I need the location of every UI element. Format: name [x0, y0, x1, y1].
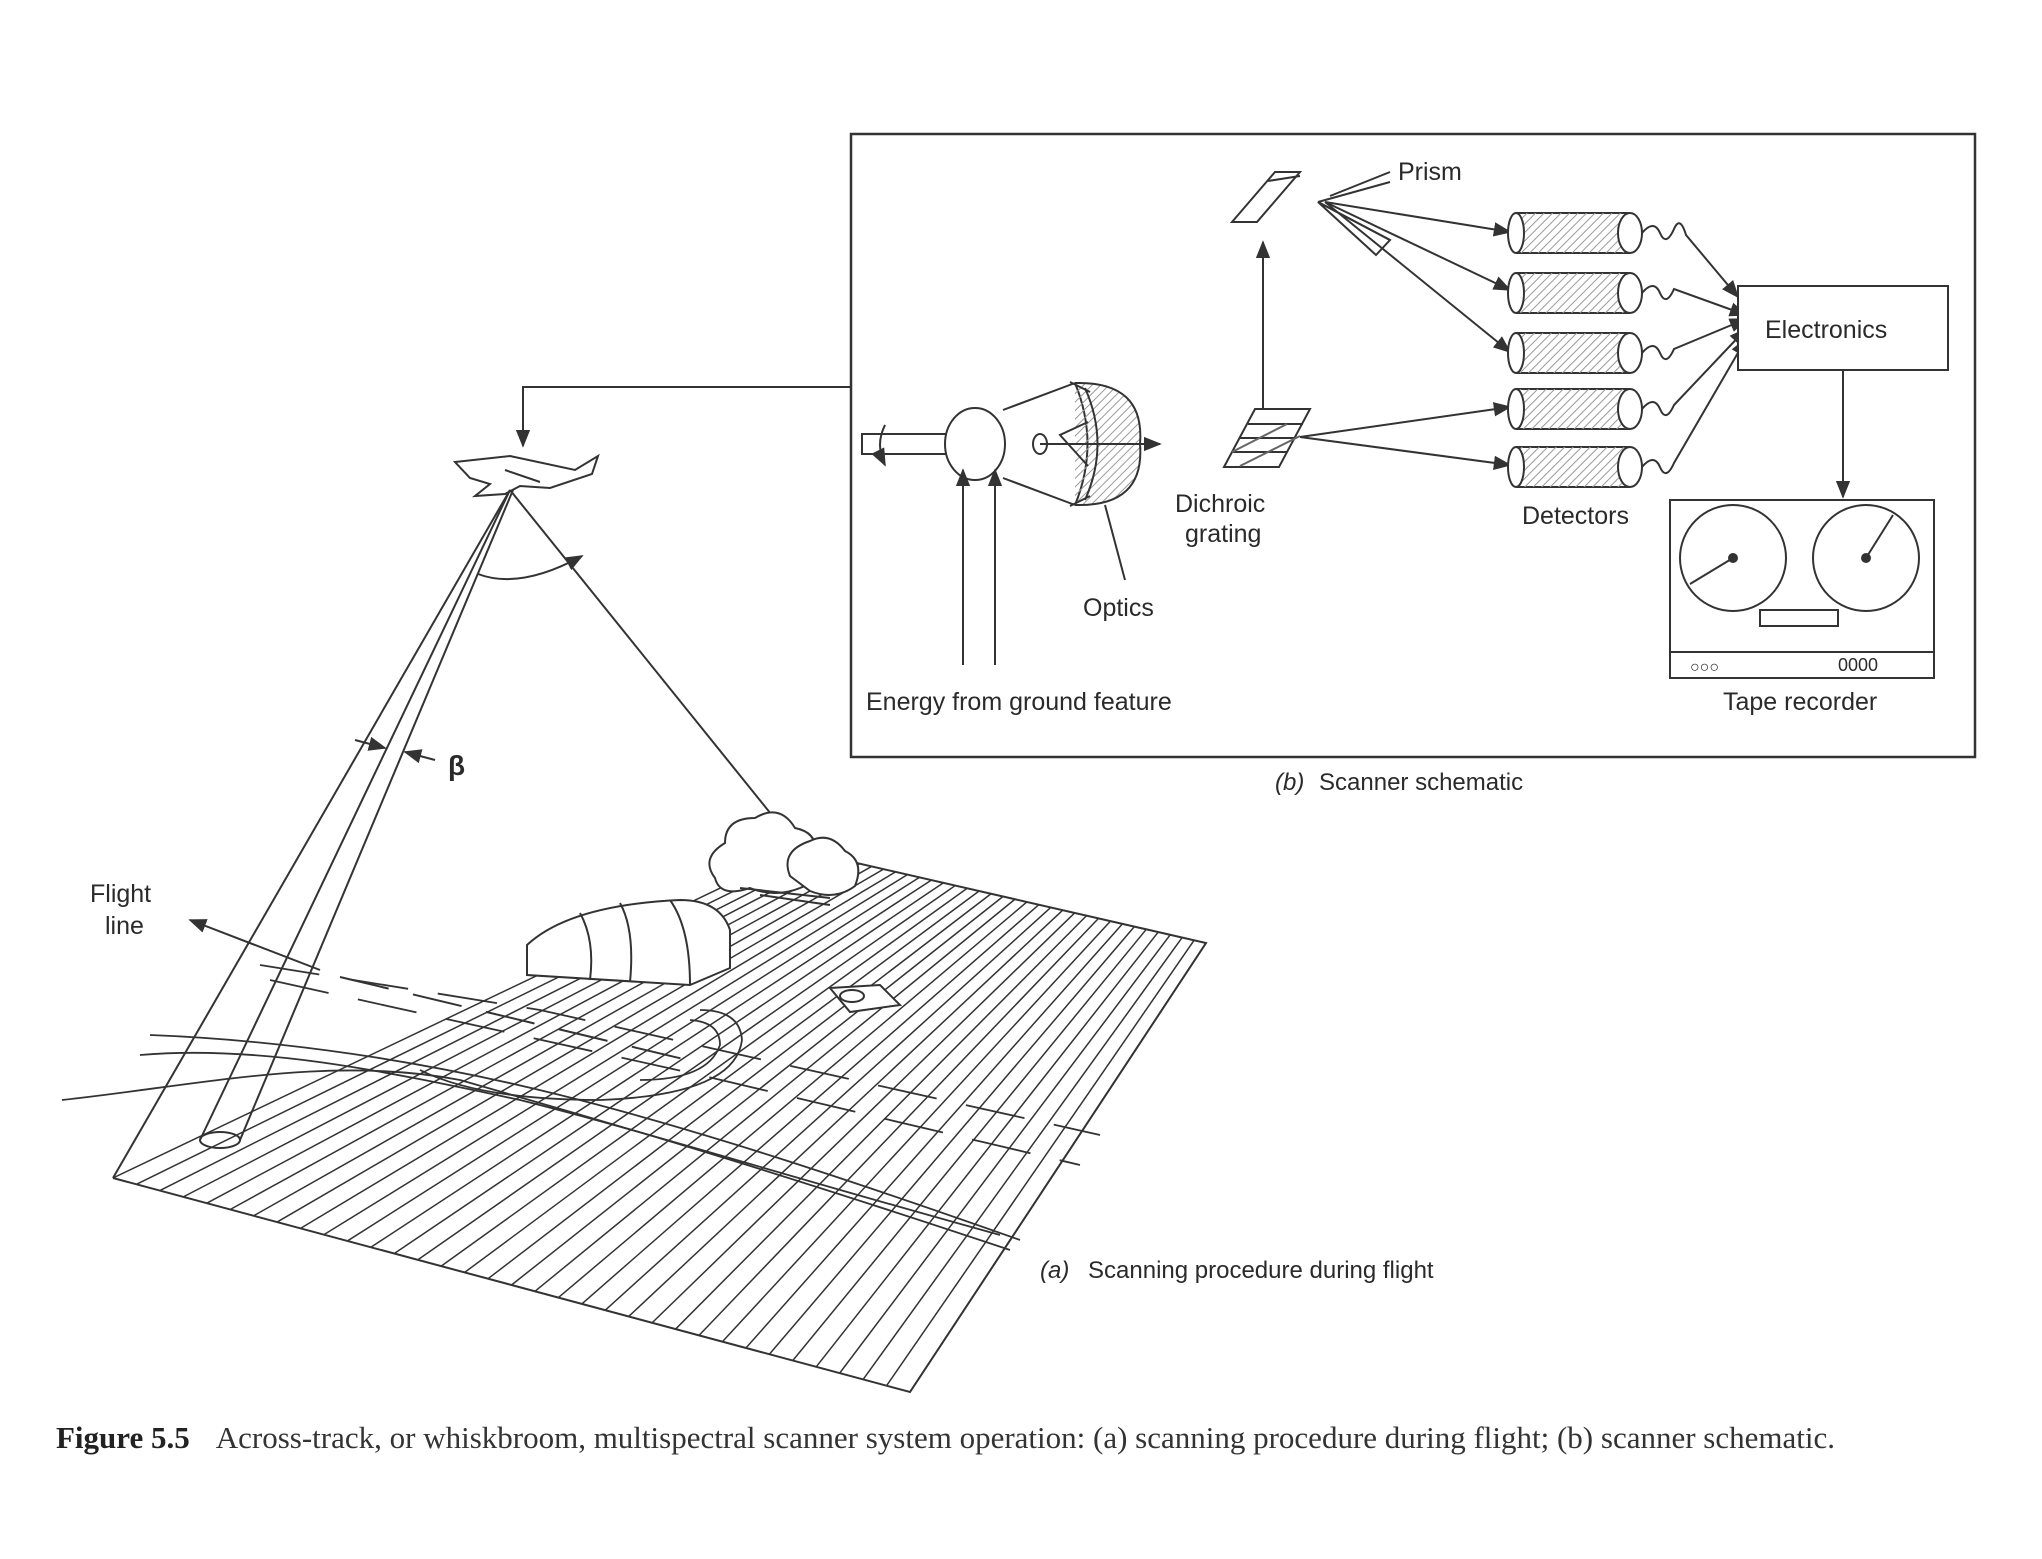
- detector-wires: [1642, 223, 1746, 473]
- detector-4: [1508, 389, 1642, 429]
- label-beta: β: [448, 750, 465, 781]
- building: [527, 900, 730, 985]
- scan-line: [230, 864, 860, 1210]
- aircraft: [455, 456, 598, 496]
- prism: [1318, 172, 1390, 255]
- figure-number: Figure 5.5: [56, 1420, 190, 1455]
- figure-caption: Figure 5.5 Across-track, or whiskbroom, m…: [56, 1418, 2006, 1458]
- scan-line: [254, 866, 872, 1215]
- label-detectors: Detectors: [1522, 502, 1629, 530]
- label-tape-recorder: Tape recorder: [1723, 688, 1877, 716]
- scan-line: [113, 850, 800, 1178]
- scan-line: [863, 938, 1182, 1380]
- scan-swath: [113, 490, 800, 1178]
- detector-5: [1508, 447, 1642, 487]
- detector-1: [1508, 213, 1642, 253]
- label-flight: Flight: [90, 880, 151, 908]
- label-tape-counter: 0000: [1838, 655, 1878, 675]
- scan-line: [136, 853, 812, 1185]
- label-energy: Energy from ground feature: [866, 688, 1172, 716]
- fold-mirror: [1232, 172, 1300, 222]
- connector-to-aircraft: [523, 387, 851, 446]
- detector-2: [1508, 273, 1642, 313]
- scan-line: [207, 861, 848, 1203]
- detector-3: [1508, 333, 1642, 373]
- subcaption-a: (a) Scanning procedure during flight: [1040, 1257, 1434, 1284]
- trees: [709, 812, 858, 905]
- caption-text: Across-track, or whiskbroom, multispectr…: [216, 1420, 1835, 1455]
- label-prism: Prism: [1398, 158, 1462, 186]
- dichroic-grating: [1224, 409, 1310, 467]
- label-electronics: Electronics: [1765, 316, 1887, 344]
- subcaption-b: (b) Scanner schematic: [1275, 769, 1523, 796]
- label-optics: Optics: [1083, 594, 1154, 622]
- tape-recorder: [1670, 500, 1934, 678]
- label-dichroic: Dichroic: [1175, 490, 1265, 518]
- scan-mirror: [862, 408, 1005, 480]
- label-grating: grating: [1185, 520, 1261, 548]
- label-tape-buttons: ○○○: [1690, 659, 1719, 676]
- label-line: line: [105, 912, 144, 940]
- scan-line: [746, 924, 1123, 1348]
- scan-line: [699, 918, 1099, 1335]
- optics: [1003, 382, 1160, 580]
